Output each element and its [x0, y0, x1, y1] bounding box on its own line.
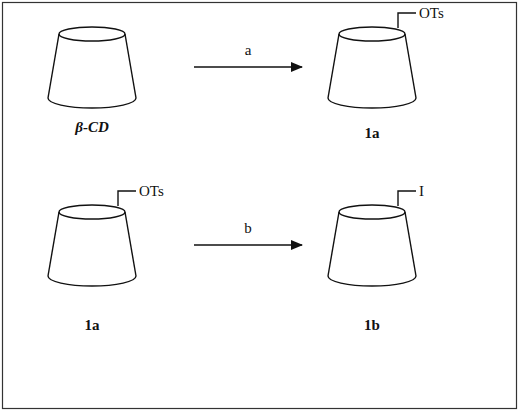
reagent-label: a: [243, 43, 254, 58]
cone-symbol: [42, 22, 142, 114]
cyclodextrin-node: OTs1a: [42, 200, 142, 292]
substituent-label: OTs: [419, 6, 444, 21]
compound-label: 1b: [364, 318, 380, 333]
cone-symbol: [42, 200, 142, 292]
reagent-label: b: [242, 221, 254, 236]
cyclodextrin-node: OTs1a: [322, 22, 422, 114]
substituent-label: I: [419, 184, 424, 199]
compound-label: 1a: [365, 126, 380, 141]
cone-symbol: [322, 22, 422, 114]
substituent-label: OTs: [139, 184, 164, 199]
reaction-arrow: [194, 66, 302, 67]
compound-label: β-CD: [75, 120, 109, 135]
reaction-arrow: [194, 244, 302, 245]
cyclodextrin-node: I1b: [322, 200, 422, 292]
compound-label: 1a: [85, 318, 100, 333]
cyclodextrin-node: β-CD: [42, 22, 142, 114]
cone-symbol: [322, 200, 422, 292]
